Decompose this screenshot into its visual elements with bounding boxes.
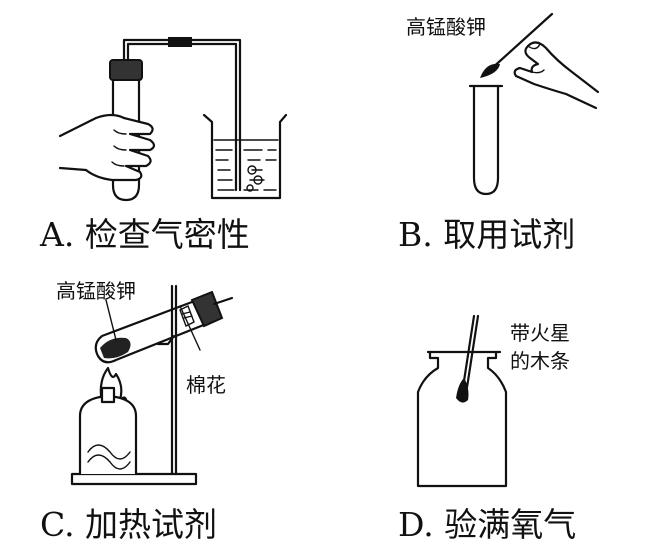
stopper-c: [190, 290, 224, 328]
iron-stand-base: [70, 472, 198, 486]
gas-bottle: [416, 350, 508, 488]
panel-b: 高锰酸钾 B. 取用试剂: [398, 12, 600, 254]
beaker-water: [213, 139, 279, 191]
test-tube-b: [468, 84, 504, 196]
panel-a: A. 检查气密性: [39, 37, 288, 254]
spatula-scoop: [480, 63, 500, 78]
reagent-label-c: 高锰酸钾: [56, 279, 136, 303]
beaker: [202, 113, 288, 200]
cotton-label: 棉花: [186, 373, 226, 397]
splint-label-line1: 带火星: [510, 321, 570, 345]
bubble: [247, 165, 257, 175]
rubber-stopper: [109, 59, 143, 81]
splint-label-line2: 的木条: [510, 349, 570, 373]
rubber-connector: [168, 37, 192, 47]
delivery-tube-c: [212, 296, 234, 306]
test-tube: [111, 78, 141, 202]
spatula: [488, 12, 554, 72]
bubble: [246, 184, 254, 192]
panel-d: 带火星 的木条 D. 验满氧气: [398, 314, 576, 544]
test-tube-c: [94, 300, 208, 364]
bubble: [253, 175, 263, 185]
hand-b: [513, 41, 600, 110]
glowing-tip: [456, 378, 469, 403]
caption-b: B. 取用试剂: [398, 215, 575, 254]
caption-a: A. 检查气密性: [39, 215, 250, 254]
lamp-base-pattern: [87, 444, 131, 470]
panel-c: 高锰酸钾 棉花 C. 加热试剂: [40, 279, 234, 544]
kmno4-powder: [100, 337, 131, 359]
caption-d: D. 验满氧气: [398, 505, 576, 544]
reagent-label-b: 高锰酸钾: [406, 15, 486, 39]
caption-c: C. 加热试剂: [40, 505, 217, 544]
hand: [58, 113, 156, 182]
